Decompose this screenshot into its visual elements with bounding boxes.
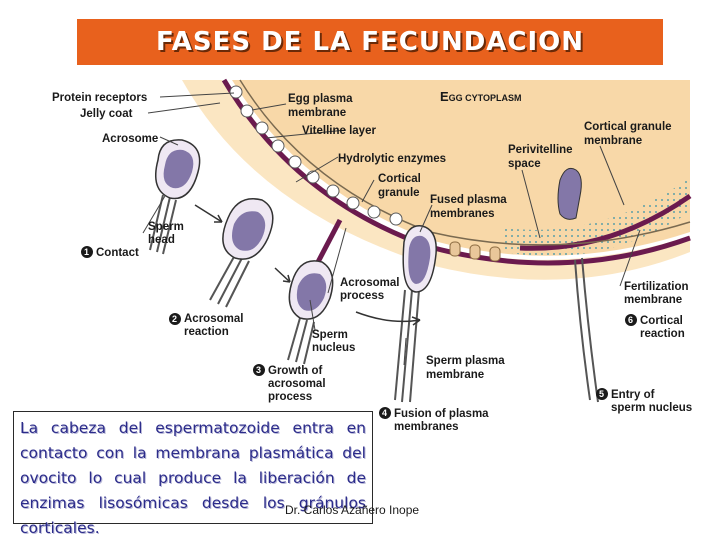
sperm-fusion xyxy=(394,225,437,403)
step-5-label-2: sperm nucleus xyxy=(611,402,692,414)
label-cortical-granule-1: Cortical xyxy=(378,173,421,185)
label-sperm-nucleus-2: nucleus xyxy=(312,342,355,354)
step-3-label-3: process xyxy=(268,391,312,403)
step-5: 5 Entry of sperm nucleus xyxy=(596,388,692,414)
caption-text: La cabeza del espermatozoide entra en co… xyxy=(20,419,366,537)
label-egg-cytoplasm: EGG CYTOPLASM xyxy=(440,89,522,104)
step-2-label-1: Acrosomal xyxy=(184,313,243,325)
step-2-number: 2 xyxy=(172,314,177,324)
step-2-label-2: reaction xyxy=(184,326,229,338)
label-cortical-granule-membrane-2: membrane xyxy=(584,135,642,147)
label-hydrolytic-enzymes: Hydrolytic enzymes xyxy=(338,153,446,165)
step-4-label-1: Fusion of plasma xyxy=(394,408,489,420)
step-1: 1 Contact xyxy=(81,246,139,259)
label-acrosomal-process-2: process xyxy=(340,290,384,302)
step-6-label-2: reaction xyxy=(640,328,685,340)
leader-lines xyxy=(142,92,641,366)
label-acrosomal-process-1: Acrosomal xyxy=(340,277,399,289)
caption-box: La cabeza del espermatozoide entra en co… xyxy=(13,411,373,537)
label-egg-plasma-1: Egg plasma xyxy=(288,93,353,105)
step-3-number: 3 xyxy=(256,365,261,375)
step-3: 3 Growth of acrosomal process xyxy=(253,364,326,403)
label-sperm-head-1: Sperm xyxy=(148,221,184,233)
step-5-number: 5 xyxy=(599,389,604,399)
sperm-entry xyxy=(557,167,599,403)
step-1-number: 1 xyxy=(84,247,89,257)
label-vitelline-layer: Vitelline layer xyxy=(302,125,376,137)
label-sperm-plasma-membrane-1: Sperm plasma xyxy=(426,355,505,367)
step-1-label-1: Contact xyxy=(96,247,139,259)
sperm-acrosomal-reaction xyxy=(209,198,274,308)
label-fused-plasma-2: membranes xyxy=(430,208,495,220)
label-cortical-granule-2: granule xyxy=(378,187,420,199)
step-3-label-1: Growth of xyxy=(268,365,322,377)
label-perivitelline-1: Perivitelline xyxy=(508,144,573,156)
egg-microvilli xyxy=(449,241,501,262)
label-sperm-nucleus-1: Sperm xyxy=(312,329,348,341)
label-cortical-granule-membrane-1: Cortical granule xyxy=(584,121,672,133)
step-4-number: 4 xyxy=(382,408,387,418)
label-egg-plasma-2: membrane xyxy=(288,107,346,119)
step-3-label-2: acrosomal xyxy=(268,378,326,390)
label-fertilization-membrane-2: membrane xyxy=(624,294,682,306)
label-jelly-coat: Jelly coat xyxy=(80,108,133,120)
step-4-label-2: membranes xyxy=(394,421,459,433)
step-6-number: 6 xyxy=(628,315,633,325)
label-sperm-head-2: head xyxy=(148,234,175,246)
jelly-coat xyxy=(182,80,690,280)
step-4: 4 Fusion of plasma membranes xyxy=(379,407,489,433)
label-perivitelline-2: space xyxy=(508,158,541,170)
sperm-contact xyxy=(149,139,201,255)
step-2: 2 Acrosomal reaction xyxy=(169,313,243,338)
label-protein-receptors: Protein receptors xyxy=(52,92,147,104)
cortical-granules xyxy=(229,85,403,226)
title-bar: FASES DE LA FECUNDACION xyxy=(77,19,663,65)
author-credit: Dr. Carlos Azañero Inope xyxy=(285,503,420,517)
label-acrosome: Acrosome xyxy=(102,133,158,145)
page-title: FASES DE LA FECUNDACION xyxy=(155,27,585,57)
progression-arrows xyxy=(194,204,421,326)
step-5-label-1: Entry of xyxy=(611,389,655,401)
label-sperm-plasma-membrane-2: membrane xyxy=(426,369,484,381)
sperm-growth-process xyxy=(287,218,343,365)
step-6: 6 Cortical reaction xyxy=(625,314,685,340)
label-fertilization-membrane-1: Fertilization xyxy=(624,281,689,293)
step-6-label-1: Cortical xyxy=(640,315,683,327)
fertilization-membrane xyxy=(519,193,692,251)
label-fused-plasma-1: Fused plasma xyxy=(430,194,507,206)
perivitelline-space xyxy=(505,178,690,257)
